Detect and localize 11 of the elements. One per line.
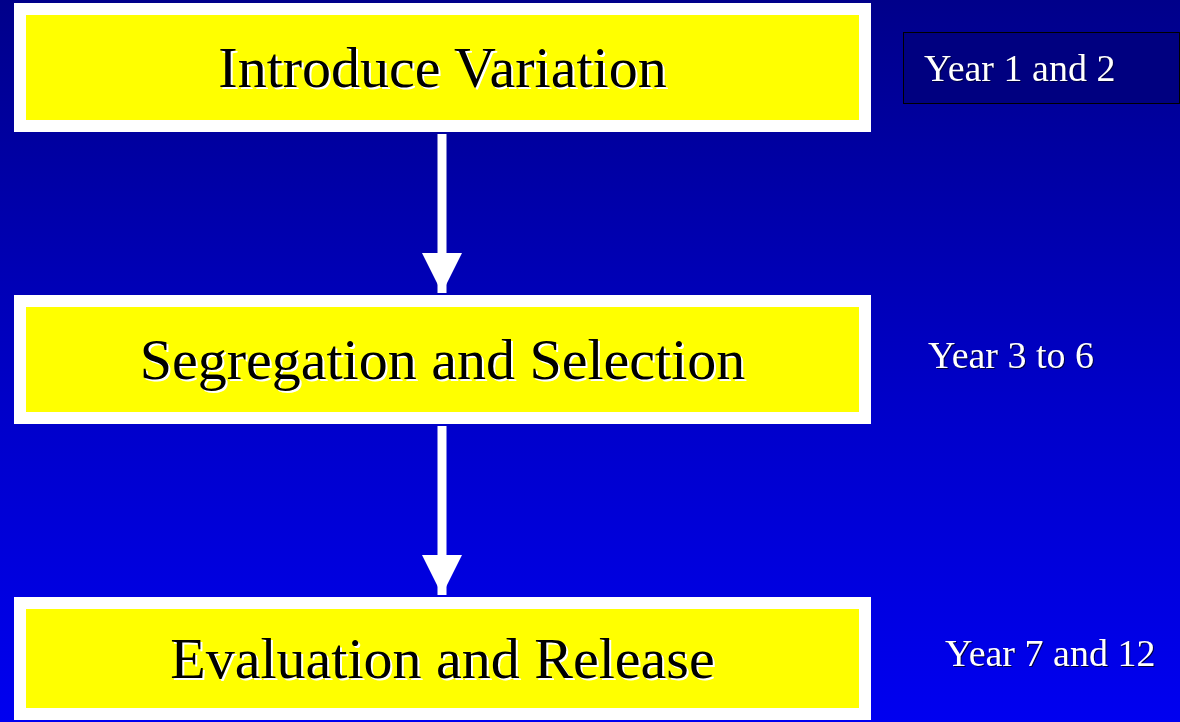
year-label-box: Year 1 and 2 bbox=[903, 32, 1180, 104]
year-label: Year 3 to 6 bbox=[928, 333, 1096, 378]
step-label: Segregation and Selection bbox=[139, 326, 746, 393]
step-label: Introduce Variation bbox=[218, 34, 667, 101]
step-label: Evaluation and Release bbox=[170, 625, 715, 692]
process-box bbox=[14, 3, 871, 132]
process-box bbox=[14, 597, 871, 720]
arrow bbox=[421, 426, 463, 595]
arrow bbox=[421, 134, 463, 293]
year-label: Year 7 and 12 bbox=[945, 631, 1157, 676]
process-box bbox=[14, 295, 871, 424]
